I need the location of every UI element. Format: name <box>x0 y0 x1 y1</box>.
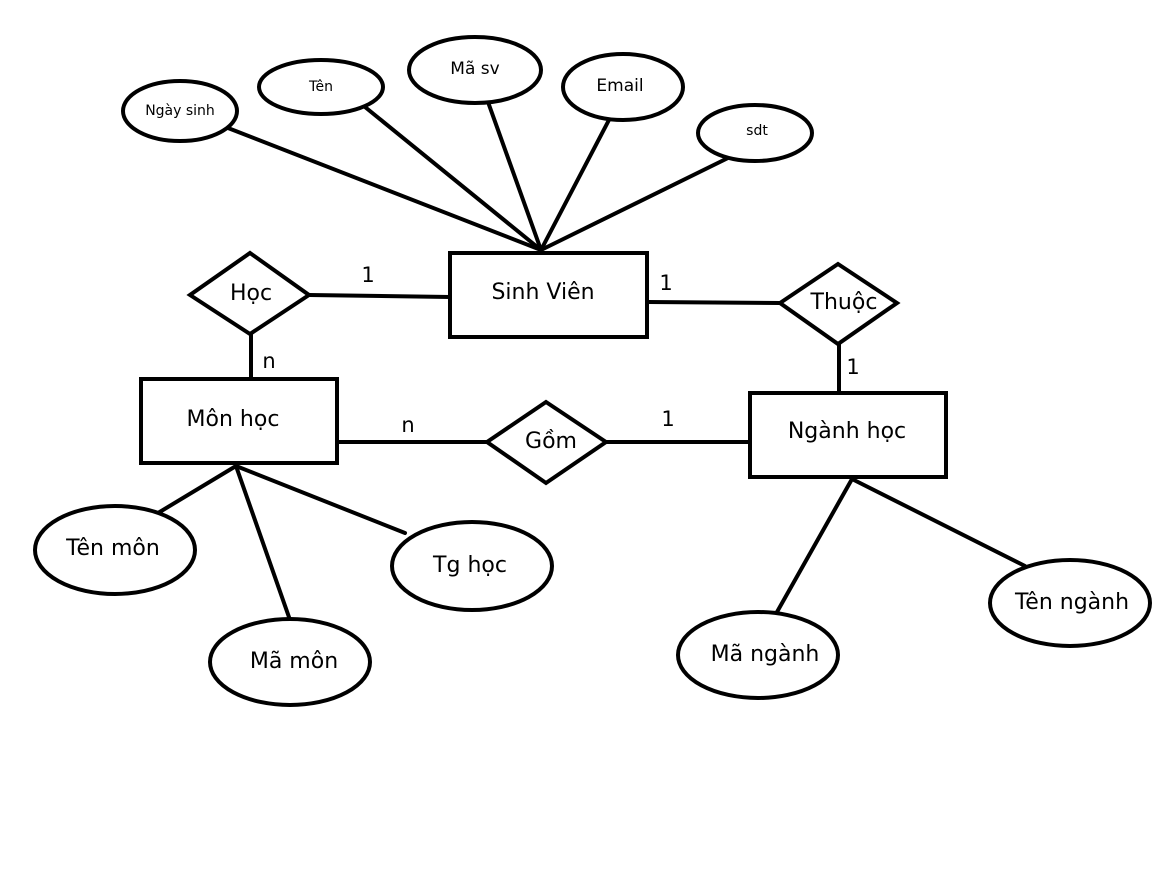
line-nganhhoc-manganh <box>775 477 854 614</box>
line-sinhvien-masv <box>486 100 543 252</box>
attribute-ten: Tên <box>257 58 385 116</box>
connectors <box>156 100 1027 622</box>
cardinality-gom-monhoc: n <box>401 413 414 437</box>
attribute-ten-mon-label: Tên môn <box>65 536 160 561</box>
attribute-ma-nganh-label: Mã ngành <box>711 642 820 667</box>
attribute-sdt: sdt <box>696 103 814 163</box>
relationship-gom-label: Gồm <box>525 429 577 454</box>
relationship-hoc: Học <box>186 250 313 337</box>
cardinality-gom-nganhhoc: 1 <box>661 407 674 431</box>
attribute-ngay-sinh: Ngày sinh <box>121 79 239 143</box>
entity-nganh-hoc-label: Ngành học <box>788 419 906 444</box>
line-sinhvien-thuoc <box>646 300 782 305</box>
line-monhoc-tghoc <box>234 464 407 535</box>
attribute-ten-nganh: Tên ngành <box>988 558 1152 648</box>
entity-nganh-hoc: Ngành học <box>748 391 948 479</box>
relationship-hoc-label: Học <box>230 281 272 306</box>
attribute-ma-sv: Mã sv <box>407 35 543 105</box>
attribute-ma-nganh: Mã ngành <box>676 610 840 700</box>
relationship-gom: Gồm <box>483 399 610 486</box>
cardinality-thuoc-nganhhoc: 1 <box>846 355 859 379</box>
line-sinhvien-ten <box>363 105 543 252</box>
entity-sinh-vien-label: Sinh Viên <box>491 280 594 305</box>
line-nganhhoc-tennganh <box>850 477 1027 568</box>
attribute-ten-nganh-label: Tên ngành <box>1014 590 1129 615</box>
attribute-tg-hoc-label: Tg học <box>432 553 507 578</box>
cardinality-hoc-monhoc: n <box>262 349 275 373</box>
line-hoc-sinhvien <box>307 293 452 299</box>
entity-mon-hoc-label: Môn học <box>187 407 280 432</box>
line-monhoc-mamon <box>234 464 292 622</box>
attribute-email-label: Email <box>596 76 643 96</box>
attribute-sdt-label: sdt <box>746 123 768 139</box>
cardinality-thuoc-sinhvien: 1 <box>659 271 672 295</box>
line-sinhvien-ngaysinh <box>226 126 543 252</box>
relationship-thuoc: Thuộc <box>776 261 901 347</box>
entity-sinh-vien: Sinh Viên <box>448 251 649 339</box>
entity-mon-hoc: Môn học <box>139 377 339 465</box>
attribute-ma-mon: Mã môn <box>208 617 372 707</box>
line-sinhvien-email <box>539 116 612 252</box>
cardinality-hoc-sinhvien: 1 <box>361 263 374 287</box>
line-monhoc-tenmon <box>156 464 238 515</box>
attribute-ma-mon-label: Mã môn <box>250 649 338 674</box>
attribute-ma-sv-label: Mã sv <box>450 59 499 79</box>
attribute-tg-hoc: Tg học <box>390 520 554 612</box>
attribute-email: Email <box>561 52 685 122</box>
attribute-ten-mon: Tên môn <box>33 504 197 596</box>
relationship-thuoc-label: Thuộc <box>810 290 878 315</box>
attribute-ngay-sinh-label: Ngày sinh <box>145 103 215 119</box>
line-sinhvien-sdt <box>539 155 732 252</box>
attribute-ten-label: Tên <box>308 79 333 95</box>
